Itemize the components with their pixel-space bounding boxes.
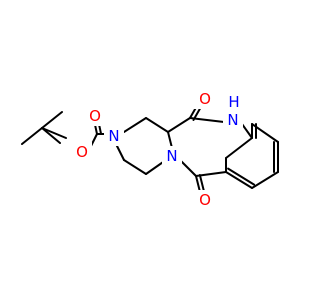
bond-tbu-quaternary-to-methyl-bottom (41, 127, 61, 144)
label-bg (85, 106, 105, 126)
label-bg (223, 110, 243, 130)
bond-tbu-quaternary-to-methyl-left (21, 127, 43, 145)
bond-n-amide-to-aromatic-carbon (241, 123, 253, 139)
bond-n-carbamate-to-ch2-top (123, 117, 147, 133)
molecule-structure: O O O O N H N N (21, 89, 279, 210)
bond-tbu-quaternary-to-ester-oxygen (41, 127, 67, 139)
label-bg (72, 142, 92, 162)
atom-label-h-amide: H (228, 93, 239, 111)
bond-n-bridgehead-to-carbonyl-bottom-carbon (179, 159, 197, 177)
label-bg (162, 146, 182, 166)
bond-carbonyl-bottom-second (198, 174, 205, 193)
structure-canvas: O O O O N H N N (21, 89, 279, 210)
bond-ch2-bottom-to-ch2-left (123, 159, 147, 175)
bond-ch2-top-to-ch (145, 117, 169, 133)
atom-label-n-bridgehead: N (166, 147, 177, 165)
bond-ch2-left-to-n-carbamate (115, 143, 125, 161)
bond-ch-to-n-bridgehead (167, 131, 173, 149)
label-bg (190, 190, 210, 210)
label-bg (104, 126, 124, 146)
label-bg (190, 89, 210, 109)
atom-label-o-carbonyl-bottom: O (199, 191, 211, 209)
atom-label-o-carbamate-double: O (89, 107, 101, 125)
bond-carbonyl-bottom (195, 175, 201, 193)
atom-label-o-carbonyl-top: O (199, 90, 211, 108)
bond-aromatic-lower-left-second (227, 167, 256, 186)
bond-carbonyl-bottom-to-aromatic-carbon (195, 171, 227, 177)
atom-label-n-amide: N (227, 111, 238, 129)
atom-label-o-carbamate-ester: O (76, 143, 88, 161)
bond-tbu-quaternary-to-methyl-top (41, 111, 63, 129)
atom-label-layer: O O O O N H N N (72, 89, 243, 210)
bond-aromatic-lower-left (225, 171, 253, 189)
bond-aromatic-fusion (225, 137, 253, 159)
bond-aromatic-lower-right (251, 171, 279, 189)
bond-ch-to-carbonyl-top-carbon (167, 117, 191, 133)
atom-label-n-carbamate: N (108, 127, 119, 145)
bond-carbonyl-top-to-n-amide (189, 117, 225, 123)
